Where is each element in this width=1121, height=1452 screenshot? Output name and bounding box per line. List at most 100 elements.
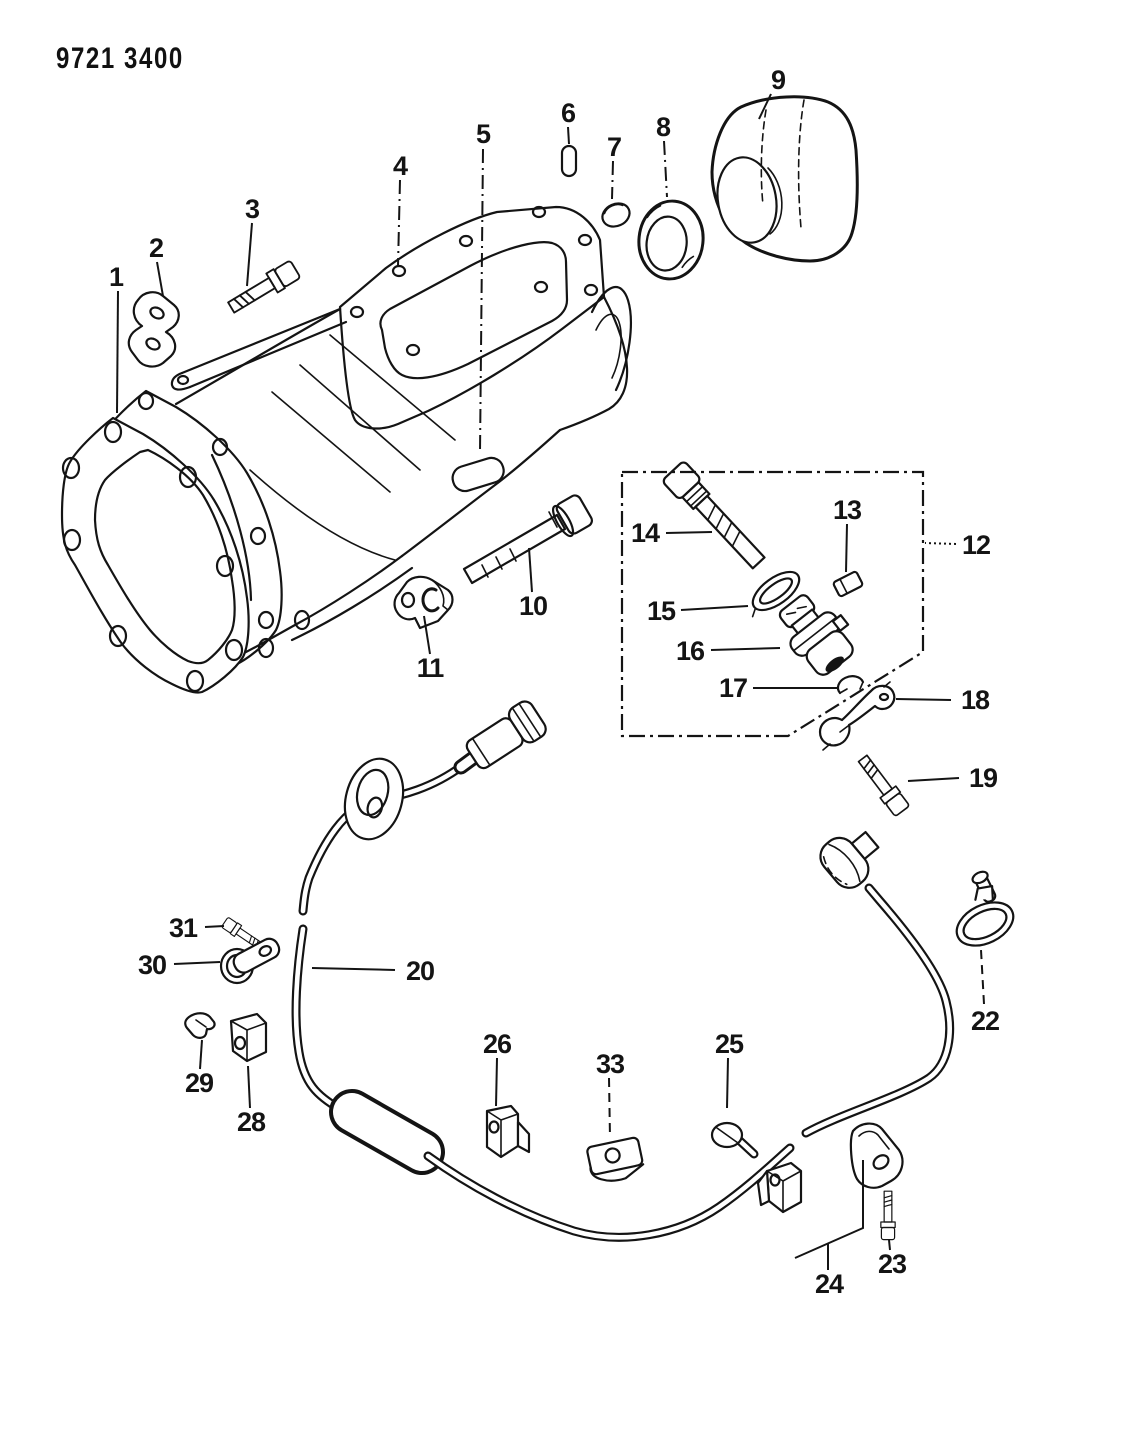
callout-leader-line: [116, 290, 119, 414]
callout-label-3[interactable]: 3: [245, 194, 261, 224]
callout-label-29[interactable]: 29: [185, 1068, 215, 1098]
callout-lock-lever[interactable]: 18: [895, 685, 991, 715]
callout-label-7[interactable]: 7: [607, 132, 622, 162]
callout-label-9[interactable]: 9: [771, 65, 787, 95]
callout-lock-bolt[interactable]: 19: [907, 763, 999, 793]
callout-extension-housing[interactable]: 4: [393, 151, 409, 267]
callout-label-5[interactable]: 5: [476, 119, 492, 149]
callout-leader-line: [980, 949, 985, 1005]
callout-label-33[interactable]: 33: [596, 1049, 626, 1079]
speedo-pinion-assembly-box: [620, 470, 925, 738]
part-clamp-bracket: [127, 291, 180, 368]
callout-seal-ring[interactable]: 15: [647, 596, 749, 626]
callout-cable-brackets[interactable]: 24: [794, 1160, 864, 1299]
callout-label-26[interactable]: 26: [483, 1029, 513, 1059]
part-pan-screw: [710, 1121, 759, 1159]
callout-label-6[interactable]: 6: [561, 98, 577, 128]
part-u-nut: [586, 1136, 645, 1182]
callout-leader-line: [528, 547, 533, 593]
callout-leader-line: [246, 222, 253, 287]
callout-label-22[interactable]: 22: [971, 1006, 1000, 1036]
part-angle-bracket: [229, 1012, 268, 1063]
part-key: [832, 570, 864, 598]
callout-label-31[interactable]: 31: [169, 913, 199, 943]
callout-dowel-pin[interactable]: 6: [561, 98, 577, 145]
callout-label-13[interactable]: 13: [833, 495, 863, 525]
callout-u-nut[interactable]: 33: [596, 1049, 626, 1139]
callout-label-24[interactable]: 24: [815, 1269, 845, 1299]
callout-retainer-bolt[interactable]: 14: [631, 518, 713, 548]
callout-label-19[interactable]: 19: [969, 763, 999, 793]
callout-dust-boot[interactable]: 9: [758, 65, 787, 120]
callout-spring-clip[interactable]: 29: [185, 1039, 215, 1098]
callout-label-2[interactable]: 2: [149, 233, 164, 263]
callout-label-18[interactable]: 18: [961, 685, 991, 715]
callout-clip[interactable]: 17: [719, 673, 838, 703]
callout-leader-line: [710, 647, 781, 651]
part-lock-bolt: [854, 751, 912, 818]
callout-speedometer-cable[interactable]: 20: [311, 956, 435, 986]
callout-leader-line: [247, 1065, 251, 1109]
part-clip-bracket: [485, 1104, 531, 1159]
callout-leader-line: [204, 925, 225, 928]
callout-label-14[interactable]: 14: [631, 518, 661, 548]
part-long-bolt: [462, 494, 593, 585]
callout-label-28[interactable]: 28: [237, 1107, 267, 1137]
cable-grommet: [343, 757, 405, 841]
callout-leader-line: [665, 531, 713, 534]
part-roll-pin: [451, 456, 505, 493]
callout-leader-line: [495, 1057, 498, 1107]
part-cup-plug: [601, 202, 631, 228]
callout-leader-line: [758, 93, 772, 120]
part-bracket-pair: [756, 1122, 904, 1214]
callout-label-15[interactable]: 15: [647, 596, 677, 626]
callout-hose-clamp[interactable]: 22: [971, 949, 1000, 1036]
callout-screw[interactable]: 23: [878, 1239, 908, 1279]
callout-cup-plug[interactable]: 7: [607, 132, 622, 200]
callout-oil-seal[interactable]: 8: [656, 112, 672, 198]
part-spring-clip: [184, 1012, 216, 1039]
callout-clamp-screw[interactable]: 31: [169, 913, 225, 943]
callout-clip-bracket[interactable]: 26: [483, 1029, 513, 1107]
callout-label-30[interactable]: 30: [138, 950, 167, 980]
callout-label-11[interactable]: 11: [417, 653, 446, 683]
callout-label-1[interactable]: 1: [109, 262, 125, 292]
part-retainer-bolt: [662, 461, 766, 570]
callout-label-25[interactable]: 25: [715, 1029, 745, 1059]
callout-label-20[interactable]: 20: [406, 956, 435, 986]
callout-bolt[interactable]: 3: [245, 194, 261, 287]
part-oil-seal: [637, 199, 705, 281]
callout-bracket[interactable]: 11: [417, 615, 446, 683]
part-seal-ring: [751, 570, 801, 618]
callout-pan-screw[interactable]: 25: [715, 1029, 745, 1109]
callout-label-10[interactable]: 10: [519, 591, 548, 621]
callout-label-12[interactable]: 12: [962, 530, 991, 560]
callout-pinion-adapter[interactable]: 16: [676, 636, 781, 666]
callout-label-23[interactable]: 23: [878, 1249, 908, 1279]
callout-leader-line: [726, 1057, 729, 1109]
callout-angle-bracket[interactable]: 28: [237, 1065, 267, 1137]
callout-long-bolt[interactable]: 10: [519, 547, 548, 621]
callout-roll-pin[interactable]: 5: [476, 119, 492, 453]
callout-label-16[interactable]: 16: [676, 636, 706, 666]
callout-gasket[interactable]: 1: [109, 262, 125, 414]
callout-cable-clamp[interactable]: 30: [138, 950, 221, 980]
callout-leader-line: [663, 140, 668, 198]
callout-key[interactable]: 13: [833, 495, 863, 573]
callout-label-8[interactable]: 8: [656, 112, 672, 142]
callout-label-4[interactable]: 4: [393, 151, 409, 181]
callout-leader-line: [907, 777, 960, 782]
callout-leader-line: [423, 615, 431, 655]
callout-clamp-bracket[interactable]: 2: [149, 233, 164, 297]
diagram-code: 9721 3400: [56, 42, 184, 75]
part-gasket: [60, 416, 250, 694]
part-pinion-adapter: [778, 594, 854, 676]
part-speedometer-cable: [291, 700, 955, 1242]
callout-pinion-assembly[interactable]: 12: [924, 530, 991, 560]
callout-label-17[interactable]: 17: [719, 673, 748, 703]
callout-leader-line: [567, 126, 570, 145]
callout-leader-line: [479, 148, 484, 453]
